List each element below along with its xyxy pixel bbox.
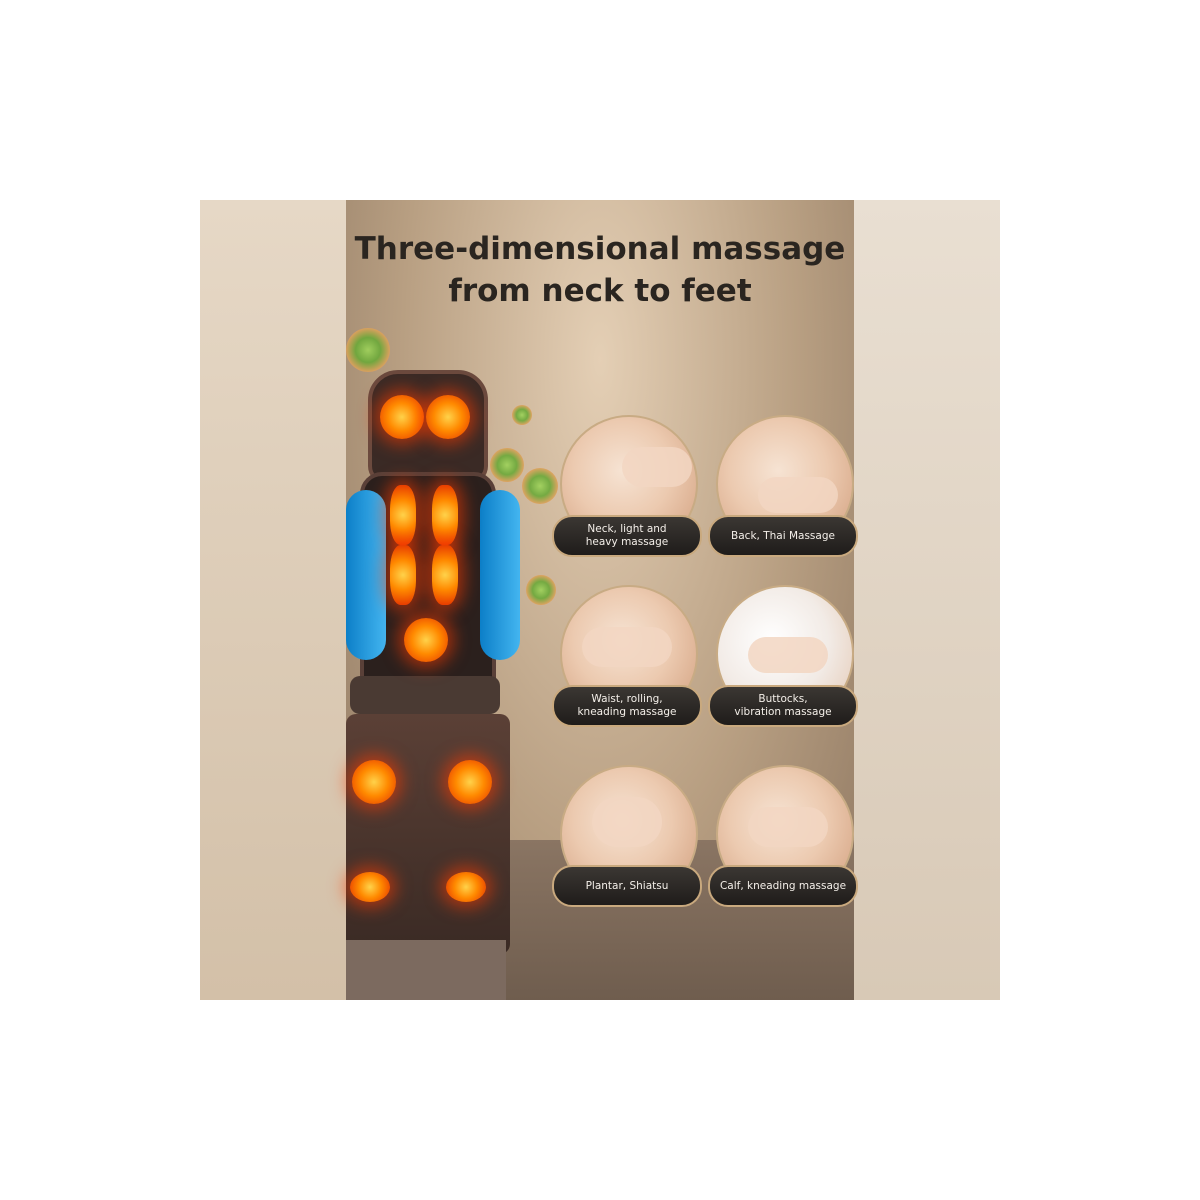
- headline-line-2: from neck to feet: [448, 273, 752, 309]
- herb-bubble-icon: [346, 328, 390, 372]
- foot-node-icon: [350, 872, 390, 902]
- waist-heat-icon: [404, 618, 448, 662]
- calf-node-icon: [352, 760, 396, 804]
- background-right: [854, 200, 1000, 1000]
- herb-bubble-icon: [526, 575, 556, 605]
- background-left: [200, 200, 346, 1000]
- herb-bubble-icon: [522, 468, 558, 504]
- feature-card-back: Back, Thai Massage: [708, 415, 858, 575]
- feature-card-plantar: Plantar, Shiatsu: [552, 765, 702, 925]
- chair-airbag-left: [346, 490, 386, 660]
- feature-card-waist: Waist, rolling,kneading massage: [552, 585, 702, 745]
- chair-seat: [350, 676, 500, 714]
- feature-label: Plantar, Shiatsu: [552, 865, 702, 907]
- feature-label: Buttocks,vibration massage: [708, 685, 858, 727]
- feature-label: Back, Thai Massage: [708, 515, 858, 557]
- foot-node-icon: [446, 872, 486, 902]
- back-roller-icon: [432, 545, 458, 605]
- headline: Three-dimensional massage from neck to f…: [346, 228, 854, 312]
- feature-card-calf: Calf, kneading massage: [708, 765, 858, 925]
- product-banner: Three-dimensional massage from neck to f…: [200, 200, 1000, 1000]
- feature-card-buttocks: Buttocks,vibration massage: [708, 585, 858, 745]
- feature-label: Waist, rolling,kneading massage: [552, 685, 702, 727]
- chair-base: [346, 940, 506, 1000]
- chair-airbag-right: [480, 490, 520, 660]
- back-roller-icon: [390, 485, 416, 545]
- neck-node-icon: [426, 395, 470, 439]
- neck-node-icon: [380, 395, 424, 439]
- herb-bubble-icon: [490, 448, 524, 482]
- feature-label: Calf, kneading massage: [708, 865, 858, 907]
- herb-bubble-icon: [512, 405, 532, 425]
- back-roller-icon: [390, 545, 416, 605]
- chair-legrest: [346, 714, 510, 954]
- headline-line-1: Three-dimensional massage: [354, 231, 846, 267]
- calf-node-icon: [448, 760, 492, 804]
- back-roller-icon: [432, 485, 458, 545]
